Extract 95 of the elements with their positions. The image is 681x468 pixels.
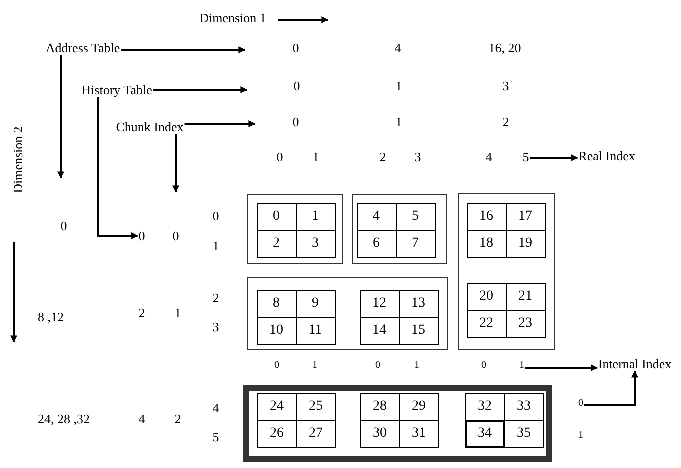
arrow [58, 56, 64, 179]
table-cell: 17 [506, 202, 546, 230]
index-value: 0 [292, 116, 300, 128]
index-value: 1 [520, 361, 524, 371]
group-frame [247, 194, 343, 264]
table-cell: 27 [296, 420, 336, 448]
table-cell: 33 [504, 393, 544, 421]
index-value: 1 [414, 361, 420, 371]
table-cell: 1 [296, 202, 336, 230]
table-cell: 12 [360, 290, 400, 318]
index-value: 2 [380, 150, 386, 164]
index-value: 16, 20 [488, 42, 522, 54]
index-value: 0 [294, 80, 300, 92]
axis-label: Dimension 2 [12, 126, 24, 194]
index-label: History Table [82, 84, 152, 96]
table-cell: 7 [396, 230, 436, 258]
table-cell: 2 [256, 230, 296, 258]
arrow [97, 98, 138, 240]
table-cell: 23 [506, 310, 546, 338]
axis-label: Dimension 1 [200, 12, 266, 24]
arrow [526, 364, 598, 372]
index-value: 3 [502, 80, 510, 92]
table-cell: 9 [296, 290, 336, 318]
index-label: Internal Index [598, 358, 672, 370]
index-value: 0 [138, 230, 146, 242]
table-cell: 35 [504, 420, 544, 448]
index-value: 8 ,12 [38, 310, 64, 324]
index-value: 1 [578, 431, 584, 441]
index-value: 2 [502, 116, 510, 128]
table-cell: 14 [360, 316, 400, 344]
index-value: 1 [396, 116, 402, 128]
group-frame [243, 385, 552, 462]
table-cell: 26 [257, 420, 297, 448]
arrow [184, 120, 256, 128]
index-value: 3 [212, 320, 220, 334]
index-value: 0 [172, 230, 180, 242]
table-cell: 24 [257, 393, 297, 421]
table-cell: 13 [398, 290, 438, 318]
table-cell: 28 [360, 393, 400, 421]
table-cell: 29 [399, 393, 439, 421]
index-label: Address Table [46, 42, 120, 54]
index-value: 0 [274, 361, 280, 371]
table-cell: 15 [398, 316, 438, 344]
index-value: 0 [212, 210, 220, 222]
index-value: 2 [212, 292, 220, 304]
index-label: Chunk Index [116, 120, 184, 134]
index-value: 0 [292, 42, 300, 54]
table-cell: 19 [506, 230, 546, 258]
table-cell: 5 [396, 202, 436, 230]
arrow [172, 134, 180, 193]
index-value: 2 [138, 306, 146, 320]
index-value: 1 [212, 240, 220, 252]
index-value: 24, 28 ,32 [38, 412, 90, 426]
index-value: 0 [60, 220, 68, 232]
table-cell: 34 [465, 420, 505, 448]
index-value: 0 [376, 361, 380, 371]
table-cell: 6 [356, 230, 396, 258]
index-value: 3 [414, 150, 422, 164]
table-cell: 22 [466, 310, 506, 338]
table-cell: 4 [356, 202, 396, 230]
arrow [121, 46, 246, 54]
table-cell: 0 [256, 202, 296, 230]
table-cell: 10 [256, 316, 296, 344]
table-cell: 30 [360, 420, 400, 448]
arrow [153, 86, 248, 94]
table-cell: 21 [506, 282, 546, 310]
table-cell: 31 [399, 420, 439, 448]
index-value: 0 [578, 399, 584, 409]
index-value: 0 [276, 150, 284, 164]
group-frame [458, 193, 555, 350]
index-value: 1 [312, 361, 318, 371]
index-value: 4 [486, 150, 492, 164]
index-value: 5 [212, 430, 220, 444]
table-cell: 20 [466, 282, 506, 310]
group-frame [247, 277, 448, 350]
arrow [530, 154, 578, 162]
arrow [584, 370, 638, 406]
index-value: 1 [174, 306, 182, 320]
table-cell: 16 [466, 202, 506, 230]
table-cell: 18 [466, 230, 506, 258]
table-cell: 32 [465, 393, 505, 421]
group-frame [352, 194, 447, 264]
table-cell: 25 [296, 393, 336, 421]
index-value: 2 [174, 412, 182, 426]
index-value: 1 [396, 80, 402, 92]
index-value: 0 [482, 361, 486, 371]
index-value: 5 [522, 150, 530, 164]
index-value: 4 [394, 42, 402, 54]
table-cell: 8 [256, 290, 296, 318]
index-value: 4 [212, 402, 220, 414]
index-value: 4 [138, 412, 146, 426]
index-label: Real Index [578, 150, 636, 162]
index-value: 1 [312, 150, 320, 164]
table-cell: 3 [296, 230, 336, 258]
table-cell: 11 [296, 316, 336, 344]
